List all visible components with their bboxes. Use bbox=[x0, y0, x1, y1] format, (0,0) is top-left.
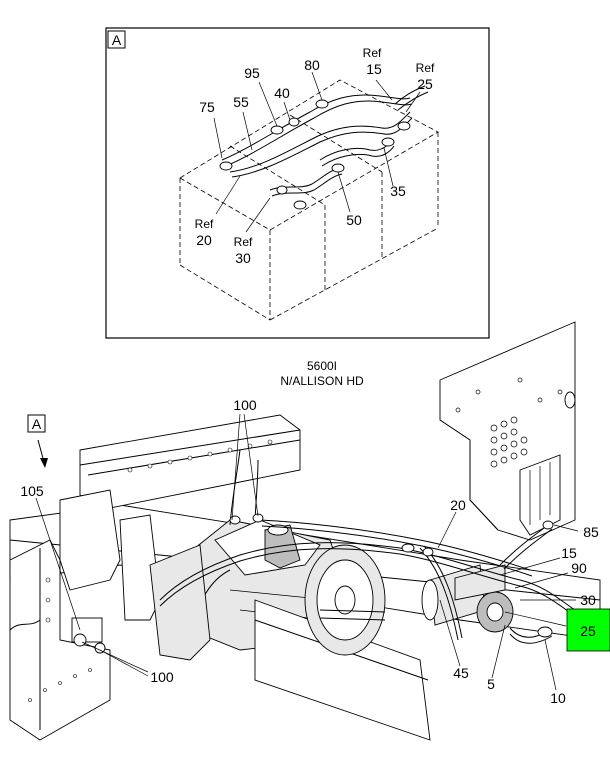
panel-holes bbox=[455, 377, 563, 468]
filter-assembly bbox=[421, 564, 553, 644]
detail-leaders bbox=[213, 71, 421, 233]
callout-100-top: 100 bbox=[233, 397, 257, 413]
callout-105: 105 bbox=[20, 483, 44, 499]
main-cables bbox=[159, 449, 576, 641]
caption: 5600I N/ALLISON HD bbox=[280, 359, 364, 388]
view-tag-box bbox=[27, 414, 46, 433]
callout-15: 15 bbox=[561, 545, 577, 561]
ref-20-label: Ref bbox=[195, 217, 214, 231]
caption-model: 5600I bbox=[307, 359, 337, 373]
main-assembly: A bbox=[9, 321, 610, 741]
callout-95: 95 bbox=[244, 65, 260, 81]
cross-member bbox=[59, 414, 301, 621]
callout-35: 35 bbox=[390, 183, 406, 199]
callout-40: 40 bbox=[274, 85, 290, 101]
driveshaft bbox=[304, 544, 386, 656]
highlight-25 bbox=[566, 608, 610, 652]
cab-back-panel bbox=[439, 321, 576, 541]
callout-55: 55 bbox=[233, 94, 249, 110]
view-tag: A bbox=[32, 416, 42, 432]
callout-100-bottom: 100 bbox=[150, 669, 174, 685]
ref-25-number: 25 bbox=[417, 76, 433, 92]
detail-cables bbox=[219, 85, 429, 210]
main-leaders bbox=[35, 413, 579, 691]
callout-90: 90 bbox=[571, 560, 587, 576]
ref-15-number: 15 bbox=[366, 61, 382, 77]
ref-15-label: Ref bbox=[363, 46, 382, 60]
main-callouts: 100 105 100 20 85 15 90 30 25 45 5 10 bbox=[20, 397, 599, 706]
ref-30-number: 30 bbox=[235, 250, 251, 266]
detail-view-a: A bbox=[105, 27, 490, 339]
view-arrow-head bbox=[40, 458, 48, 468]
ref-25-label: Ref bbox=[416, 61, 435, 75]
callout-50: 50 bbox=[346, 212, 362, 228]
detail-callouts: 75 55 95 40 80 Ref 15 Ref 25 35 50 Ref 2… bbox=[195, 46, 435, 266]
detail-tag: A bbox=[112, 32, 122, 48]
ref-30-label: Ref bbox=[234, 235, 253, 249]
ref-20-number: 20 bbox=[196, 232, 212, 248]
callout-25: 25 bbox=[580, 623, 596, 639]
callout-85: 85 bbox=[583, 524, 599, 540]
detail-frame bbox=[105, 27, 490, 339]
callout-30: 30 bbox=[580, 592, 596, 608]
caption-transmission: N/ALLISON HD bbox=[280, 374, 364, 388]
callout-75: 75 bbox=[199, 99, 215, 115]
callout-80: 80 bbox=[304, 57, 320, 73]
detail-tag-box bbox=[107, 30, 126, 49]
callout-10: 10 bbox=[550, 690, 566, 706]
callout-5: 5 bbox=[487, 676, 495, 692]
left-bracket bbox=[9, 539, 111, 741]
callout-20: 20 bbox=[450, 497, 466, 513]
callout-45: 45 bbox=[453, 665, 469, 681]
